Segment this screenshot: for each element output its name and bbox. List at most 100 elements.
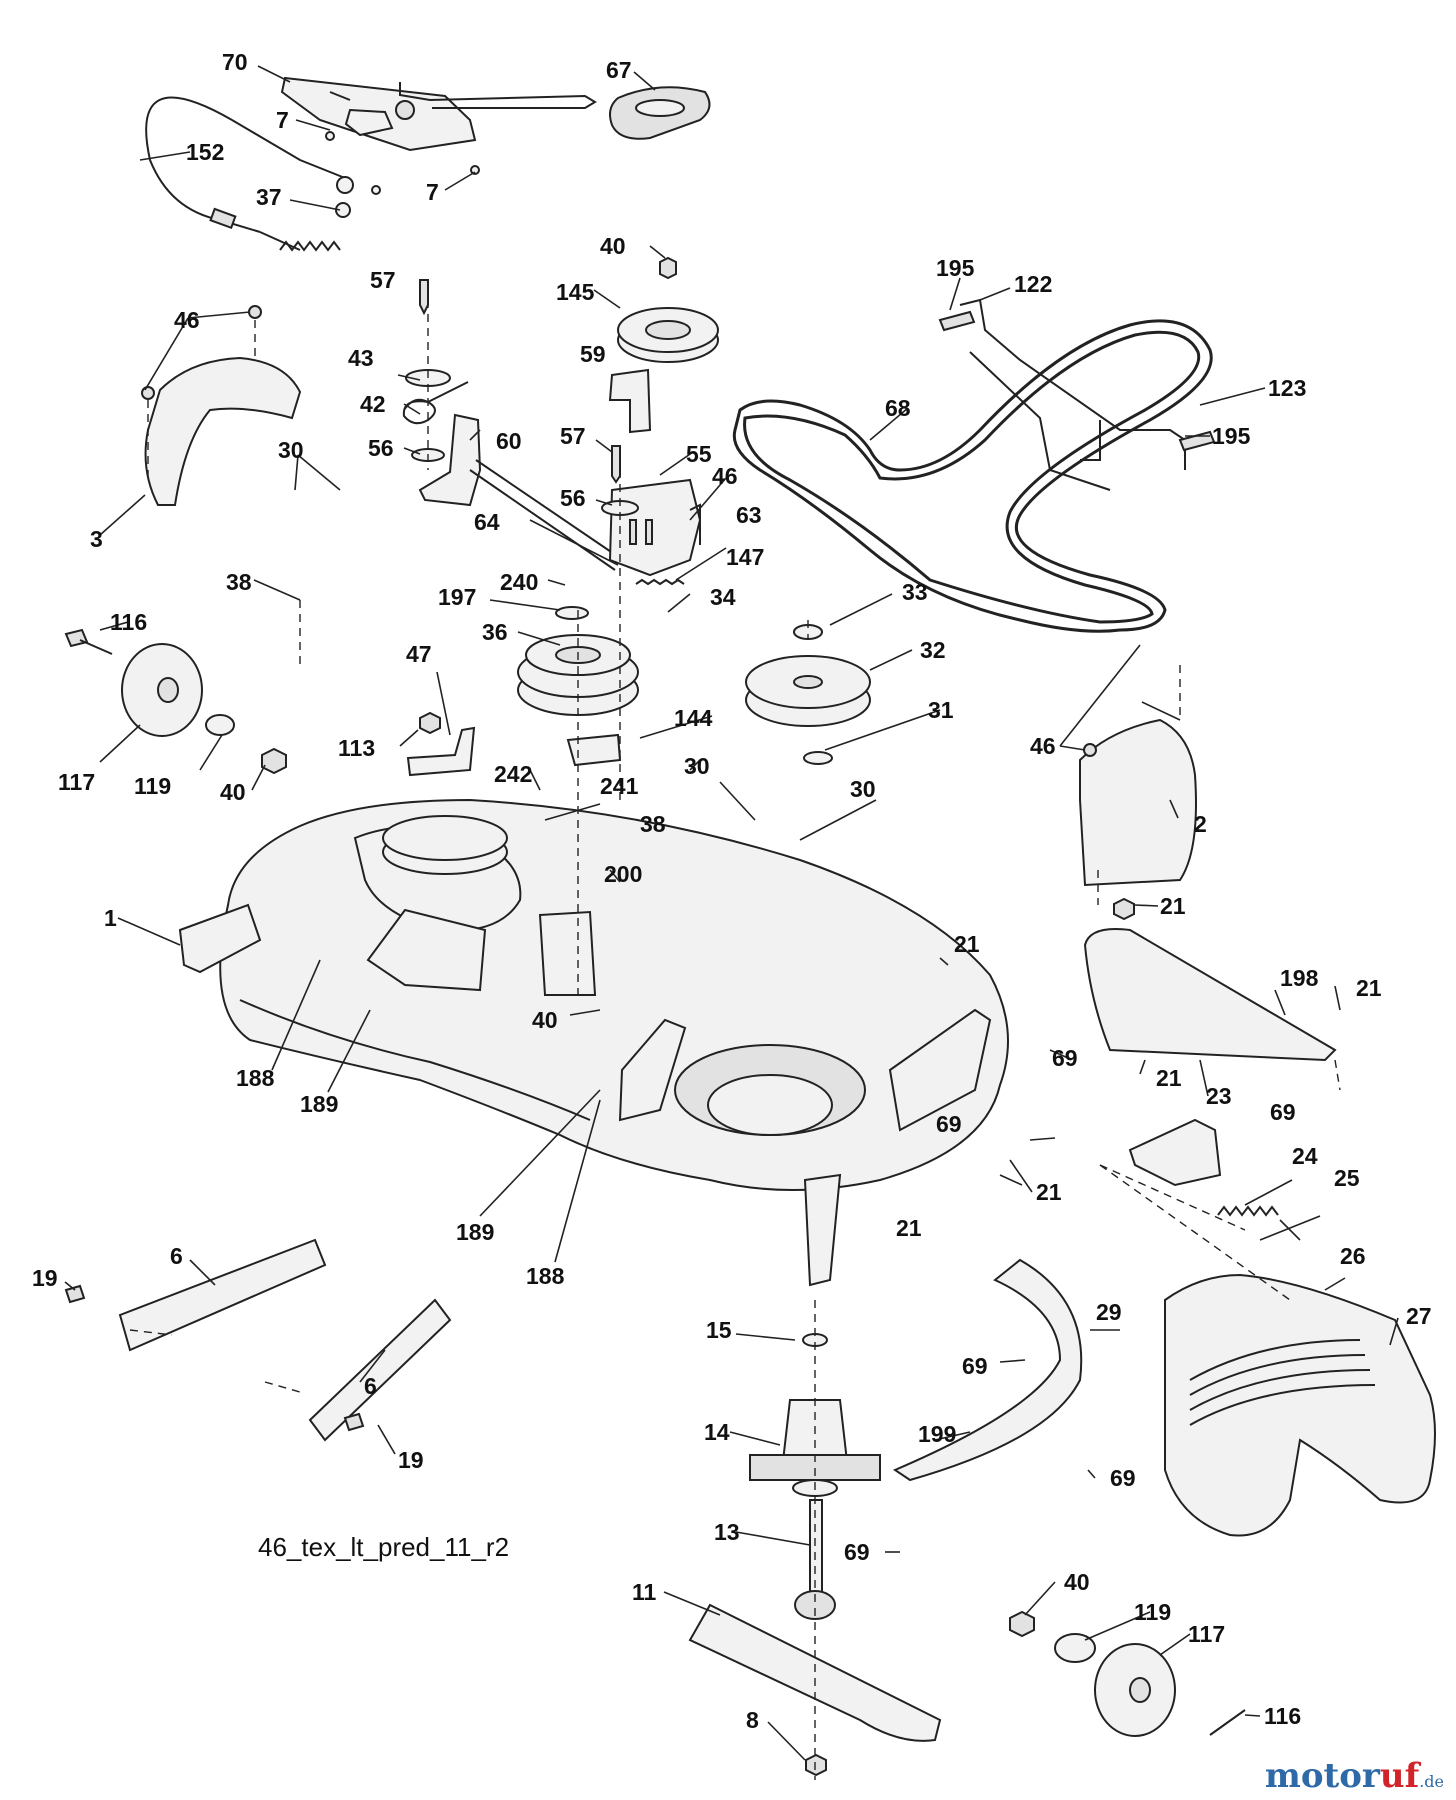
callout-21: 21: [1156, 1065, 1182, 1091]
callout-21: 21: [896, 1215, 922, 1241]
callout-241: 241: [600, 773, 639, 799]
callout-2: 2: [1194, 811, 1207, 837]
callout-25: 25: [1334, 1165, 1360, 1191]
deck-hanger-6-rear: [308, 1298, 452, 1442]
watermark-accent: uf: [1379, 1756, 1420, 1796]
callout-116: 116: [110, 609, 147, 635]
callout-147: 147: [726, 544, 764, 570]
callout-116: 116: [1264, 1703, 1301, 1729]
callout-23: 23: [1206, 1083, 1232, 1109]
callout-56: 56: [560, 485, 586, 511]
idler-bracket-55: [601, 445, 702, 586]
watermark-logo: motoruf.de: [1265, 1756, 1444, 1796]
callout-69: 69: [1270, 1099, 1296, 1125]
callout-46: 46: [1030, 733, 1056, 759]
callout-240: 240: [500, 569, 538, 595]
callout-27: 27: [1406, 1303, 1432, 1329]
callout-40: 40: [532, 1007, 558, 1033]
callout-30: 30: [278, 437, 304, 463]
callout-21: 21: [1160, 893, 1186, 919]
callout-117: 117: [58, 769, 95, 795]
callout-198: 198: [1280, 965, 1319, 991]
callout-195: 195: [1212, 423, 1251, 449]
callout-68: 68: [885, 395, 911, 421]
callout-67: 67: [606, 57, 632, 83]
callout-40: 40: [600, 233, 626, 259]
pulley-32: [745, 624, 871, 765]
discharge-chute-27: [1164, 1273, 1436, 1537]
callout-70: 70: [222, 49, 248, 75]
callout-19: 19: [32, 1265, 58, 1291]
callout-14: 14: [704, 1419, 730, 1445]
lift-handle-grip: [609, 86, 711, 140]
callout-7: 7: [276, 107, 289, 133]
callout-189: 189: [300, 1091, 338, 1117]
callout-188: 188: [236, 1065, 275, 1091]
lift-bracket-assembly: [280, 76, 597, 152]
deck-hanger-6-front: [64, 1238, 327, 1352]
callout-19: 19: [398, 1447, 424, 1473]
callout-38: 38: [640, 811, 666, 837]
callout-197: 197: [438, 584, 476, 610]
callout-56: 56: [368, 435, 394, 461]
callout-40: 40: [1064, 1569, 1090, 1595]
callout-188: 188: [526, 1263, 565, 1289]
spindle-shaft-13: [794, 1499, 836, 1620]
callout-36: 36: [482, 619, 508, 645]
watermark-suffix: .de: [1419, 1772, 1444, 1791]
cable-152: [145, 96, 480, 252]
callout-195: 195: [936, 255, 975, 281]
baffle-199: [892, 1258, 1083, 1482]
right-belt-cover-2: [1079, 718, 1197, 887]
callout-34: 34: [710, 584, 736, 610]
callout-43: 43: [348, 345, 374, 371]
callout-21: 21: [1356, 975, 1382, 1001]
spindle-assembly-14: [749, 1333, 881, 1497]
callout-6: 6: [364, 1373, 377, 1399]
leader-lines: [64, 65, 1399, 1780]
discharge-bracket-23: [1128, 1118, 1279, 1217]
callout-57: 57: [370, 267, 396, 293]
callout-122: 122: [1014, 271, 1052, 297]
callout-13: 13: [714, 1519, 740, 1545]
rear-wheel-right: [1009, 1610, 1246, 1737]
callout-30: 30: [850, 776, 876, 802]
callout-15: 15: [706, 1317, 732, 1343]
callout-123: 123: [1268, 375, 1306, 401]
callout-69: 69: [1052, 1045, 1078, 1071]
callout-64: 64: [474, 509, 500, 535]
callout-46: 46: [174, 307, 200, 333]
baffle-198: [1083, 897, 1337, 1062]
bracket-47: [406, 711, 476, 777]
mower-blade-11: [688, 1603, 942, 1777]
callout-labels: 70 67 7 152 37 7 40 145 59 195 122 123 1…: [32, 49, 1432, 1733]
front-wheel-left: [64, 628, 287, 775]
callout-21: 21: [1036, 1179, 1062, 1205]
callout-38: 38: [226, 569, 252, 595]
callout-119: 119: [1134, 1599, 1171, 1625]
callout-7: 7: [426, 179, 439, 205]
callout-69: 69: [936, 1111, 962, 1137]
callout-30: 30: [684, 753, 710, 779]
callout-69: 69: [1110, 1465, 1136, 1491]
callout-145: 145: [556, 279, 595, 305]
callout-47: 47: [406, 641, 432, 667]
callout-11: 11: [632, 1579, 657, 1605]
callout-3: 3: [90, 526, 103, 552]
callout-199: 199: [918, 1421, 956, 1447]
callout-113: 113: [338, 735, 375, 761]
mower-deck-shell: [178, 798, 1009, 1287]
callout-6: 6: [170, 1243, 183, 1269]
callout-55: 55: [686, 441, 712, 467]
callout-69: 69: [962, 1353, 988, 1379]
callout-152: 152: [186, 139, 224, 165]
callout-117: 117: [1188, 1621, 1225, 1647]
callout-37: 37: [256, 184, 282, 210]
drive-belt-68: [732, 319, 1213, 633]
callout-119: 119: [134, 773, 171, 799]
callout-24: 24: [1292, 1143, 1318, 1169]
callout-31: 31: [928, 697, 954, 723]
callout-63: 63: [736, 502, 762, 528]
